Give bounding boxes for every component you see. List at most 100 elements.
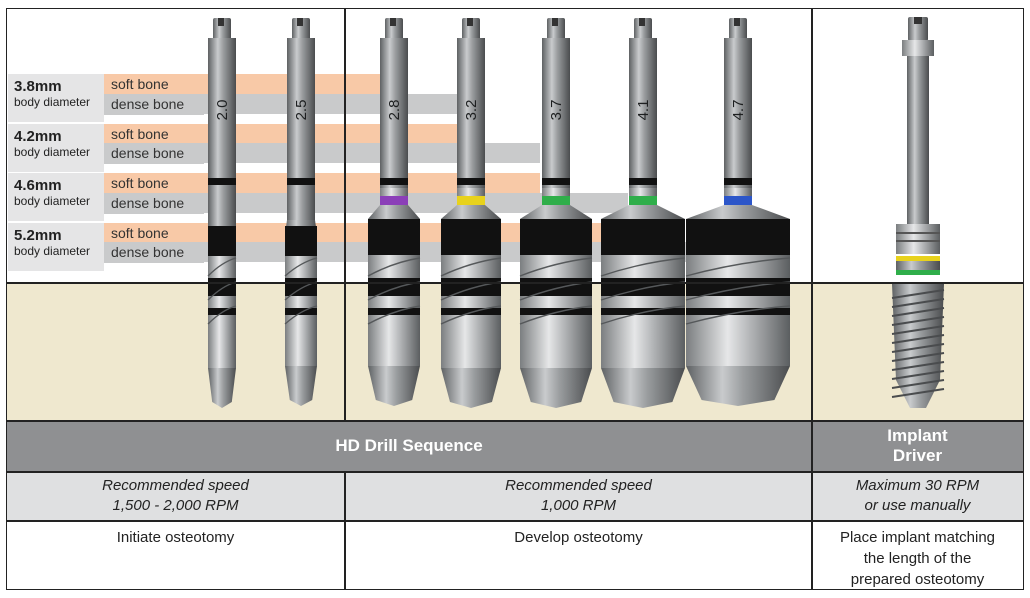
drill-connector (462, 18, 480, 40)
bone-top-line (6, 282, 1024, 284)
driver-ring-yellow (896, 256, 940, 261)
driver-shaft (907, 56, 929, 224)
drill-depth-marker (441, 308, 501, 315)
diameter-sub: body diameter (14, 145, 91, 159)
drill-size-label: 2.8 (386, 100, 403, 121)
drill-tip (601, 368, 685, 408)
drill-flare (368, 205, 420, 219)
drill-connector (213, 18, 231, 40)
drill-depth-marker (208, 308, 236, 315)
speed-cell-driver: Maximum 30 RPM or use manually (812, 472, 1023, 520)
drill-collar (629, 188, 657, 196)
drill-size-label: 3.7 (548, 100, 565, 121)
drill-flute (600, 305, 686, 325)
guide-band (200, 173, 540, 193)
drill-connector-notch (552, 18, 558, 26)
drill-shaft (287, 38, 315, 220)
header-top-line (6, 420, 1024, 422)
implant-thread (891, 388, 945, 398)
drill-depth-band (380, 178, 408, 185)
drill-depth-marker (520, 219, 592, 255)
driver-band (896, 261, 940, 270)
drill-2-0: 2.0 (207, 18, 237, 408)
speed-line2: 1,000 RPM (540, 497, 617, 514)
implant-driver-title-line1: Implant (887, 426, 948, 445)
diameter-sub: body diameter (14, 95, 91, 109)
dense-bone-label: dense bone (104, 143, 204, 164)
speed-line1: Maximum 30 RPM (855, 477, 980, 494)
drill-depth-marker (368, 219, 420, 255)
implant-thread (891, 361, 945, 371)
drill-connector (547, 18, 565, 40)
bone-region (7, 283, 1023, 421)
speed-line1: Recommended speed (505, 477, 652, 494)
drill-4-7: 4.7 (685, 18, 791, 406)
drill-flute (685, 257, 791, 277)
implant-driver (891, 17, 945, 408)
divider-develop-driver (811, 8, 813, 590)
table-frame (6, 8, 1024, 590)
drill-flute (600, 257, 686, 277)
desc-top-line (6, 520, 1024, 522)
driver-hex-line (896, 240, 940, 242)
drill-collar (724, 188, 752, 196)
dense-bone-label: dense bone (104, 193, 204, 214)
drill-depth-marker (208, 226, 236, 256)
dense-bone-label: dense bone (104, 242, 204, 263)
diameter-sub: body diameter (14, 194, 91, 208)
desc-line3: prepared osteotomy (850, 571, 985, 588)
drill-flute (284, 305, 318, 325)
drill-4-1: 4.1 (600, 18, 686, 408)
drill-connector (634, 18, 652, 40)
drill-sequence-title: HD Drill Sequence (335, 436, 483, 455)
diameter-size: 4.6mm (14, 177, 62, 194)
drill-flute (207, 257, 237, 277)
drill-depth-marker (601, 308, 685, 315)
drill-connector-notch (639, 18, 645, 26)
drill-connector-notch (390, 18, 396, 26)
drill-collar (457, 188, 485, 196)
implant-driver-header: Implant Driver (812, 421, 1023, 471)
drill-tip (208, 368, 236, 408)
drill-connector-notch (218, 18, 224, 26)
drill-depth-marker (441, 219, 501, 255)
speed-cell-initiate: Recommended speed 1,500 - 2,000 RPM (7, 472, 344, 520)
drill-depth-band (208, 178, 236, 185)
driver-hex (896, 224, 940, 254)
drill-connector-notch (467, 18, 473, 26)
drill-sequence-header: HD Drill Sequence (7, 421, 811, 471)
implant-thread (891, 325, 945, 335)
drill-connector (729, 18, 747, 40)
drill-size-label: 2.0 (214, 100, 231, 121)
driver-connector-notch (914, 17, 922, 24)
divider-initiate-develop-bottom (344, 471, 346, 590)
soft-bone-label: soft bone (104, 223, 204, 244)
drill-tip (520, 368, 592, 408)
drill-depth-band (724, 178, 752, 185)
speed-line2: or use manually (864, 497, 971, 514)
drill-flute (440, 257, 502, 277)
desc-cell-initiate: Initiate osteotomy (7, 522, 344, 588)
implant-thread (891, 379, 945, 389)
drill-depth-marker (520, 308, 592, 315)
drill-size-label: 4.1 (635, 100, 652, 121)
diameter-label-5-2: 5.2mm body diameter (8, 223, 104, 271)
drill-color-ring (380, 196, 408, 205)
drill-body (208, 234, 236, 368)
diameter-label-4-2: 4.2mm body diameter (8, 124, 104, 172)
desc-cell-develop: Develop osteotomy (346, 522, 811, 588)
drill-color-ring (629, 196, 657, 205)
drill-size-label: 3.2 (463, 100, 480, 121)
drill-flute (519, 257, 593, 277)
drill-color-ring (724, 196, 752, 205)
drill-tip (441, 368, 501, 408)
driver-ring-green (896, 270, 940, 275)
drill-flute (519, 305, 593, 325)
drill-color-ring (457, 196, 485, 205)
drill-2-8: 2.8 (367, 18, 421, 406)
drill-connector-notch (297, 18, 303, 26)
soft-bone-label: soft bone (104, 124, 204, 145)
drill-flute (207, 305, 237, 325)
drill-depth-marker (368, 308, 420, 315)
